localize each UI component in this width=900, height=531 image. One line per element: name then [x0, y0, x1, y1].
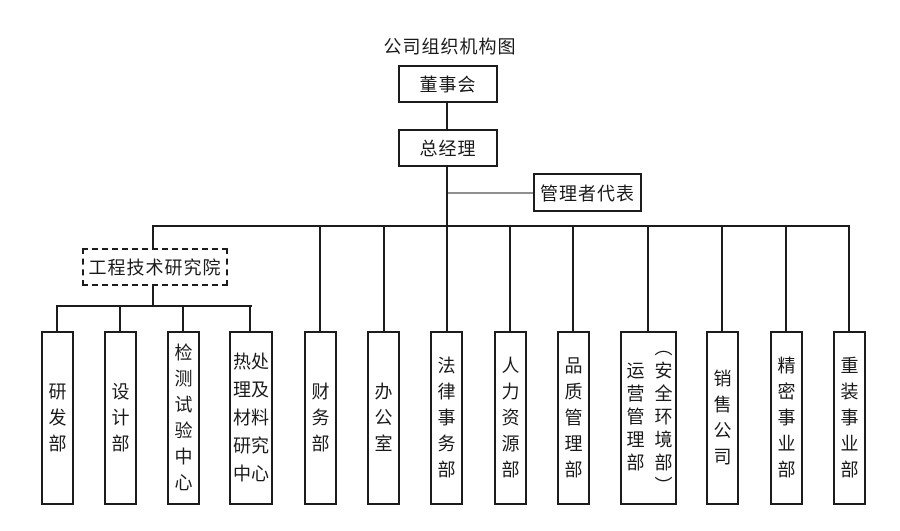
node-sales-company: 销售公司	[706, 331, 739, 505]
connector-drop-finance	[319, 225, 321, 332]
node-operations-management-label: 运营管理部 （安全环境部）	[624, 337, 673, 499]
connector-subdrop-rd	[56, 306, 58, 332]
node-legal-affairs-dept: 法律事务部	[430, 331, 463, 505]
node-research-institute: 工程技术研究院	[82, 248, 228, 286]
connector-subdrop-design	[119, 306, 121, 332]
node-research-development-dept: 研发部	[41, 331, 74, 505]
connector-institute-stem	[152, 284, 154, 307]
node-human-resources-label: 人力资源部	[501, 356, 520, 480]
connector-institute-horizontal	[56, 305, 252, 307]
connector-drop-office	[383, 225, 385, 332]
node-heat-treatment-materials-label: 热处 理及 材料 研究 中心	[233, 352, 269, 484]
connector-drop-precision	[785, 225, 787, 332]
node-precision-division: 精密事业部	[770, 331, 803, 505]
node-finance-dept: 财务部	[304, 331, 337, 505]
node-general-manager-label: 总经理	[419, 139, 477, 159]
node-design-label: 设计部	[111, 382, 130, 454]
connector-rep-branch	[448, 192, 533, 194]
connector-drop-heavy	[848, 225, 850, 332]
node-board-label: 董事会	[419, 75, 477, 95]
connector-board-gm	[446, 101, 448, 131]
node-design-dept: 设计部	[104, 331, 137, 505]
node-heavy-equipment-division-label: 重装事业部	[840, 356, 859, 480]
connector-drop-research-institute	[152, 225, 154, 249]
node-management-representative-label: 管理者代表	[540, 183, 635, 204]
node-board: 董事会	[398, 65, 498, 103]
connector-subdrop-testing	[182, 306, 184, 332]
connector-drop-sales	[721, 225, 723, 332]
node-office-label: 办公室	[374, 382, 393, 454]
connector-main-horizontal	[152, 225, 850, 227]
connector-drop-legal	[446, 225, 448, 332]
connector-drop-hr	[509, 225, 511, 332]
node-heat-treatment-materials-center: 热处 理及 材料 研究 中心	[229, 331, 273, 505]
connector-drop-operations	[647, 225, 649, 332]
node-management-representative: 管理者代表	[533, 173, 642, 212]
node-testing-center: 检测试验中心	[167, 331, 200, 505]
connector-drop-quality	[572, 225, 574, 332]
node-general-manager: 总经理	[398, 129, 498, 167]
node-research-institute-label: 工程技术研究院	[88, 258, 222, 278]
node-testing-center-label: 检测试验中心	[174, 343, 193, 493]
connector-gm-main	[446, 165, 448, 227]
node-finance-label: 财务部	[311, 382, 330, 454]
node-heavy-equipment-division: 重装事业部	[833, 331, 866, 505]
node-precision-division-label: 精密事业部	[777, 356, 796, 480]
node-quality-management-label: 品质管理部	[564, 356, 583, 480]
node-legal-affairs-label: 法律事务部	[437, 356, 456, 480]
node-operations-management-dept: 运营管理部 （安全环境部）	[620, 331, 677, 505]
connector-subdrop-heat	[249, 306, 251, 332]
node-sales-company-label: 销售公司	[713, 369, 732, 467]
chart-title: 公司组织机构图	[383, 37, 517, 57]
node-research-development-label: 研发部	[48, 382, 67, 454]
node-human-resources-dept: 人力资源部	[494, 331, 527, 505]
node-office: 办公室	[367, 331, 400, 505]
node-quality-management-dept: 品质管理部	[557, 331, 590, 505]
